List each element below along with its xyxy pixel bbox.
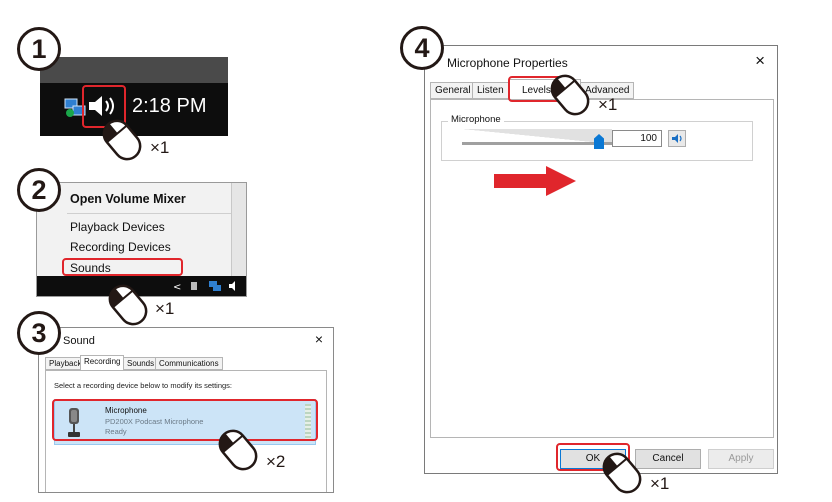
level-meter xyxy=(305,404,311,440)
mouse-click-icon xyxy=(550,74,590,116)
recording-device-item[interactable]: Microphone PD200X Podcast Microphone Rea… xyxy=(54,399,316,445)
microphone-properties-dialog: Microphone Properties × General Listen L… xyxy=(424,45,778,474)
speaker-icon xyxy=(672,134,682,143)
network-icon[interactable] xyxy=(64,97,86,119)
step-2-badge: 2 xyxy=(17,168,61,212)
step-4-badge: 4 xyxy=(400,26,444,70)
recording-panel: Select a recording device below to modif… xyxy=(45,370,327,492)
tray-clock[interactable]: 2:18 PM xyxy=(132,95,207,117)
speaker-highlight xyxy=(82,85,126,128)
click-count-1: ×1 xyxy=(150,138,170,157)
click-count-ok: ×1 xyxy=(650,474,670,493)
menu-item-sounds[interactable]: Sounds xyxy=(70,261,111,275)
menu-item-recording-devices[interactable]: Recording Devices xyxy=(70,240,171,254)
mouse-click-icon xyxy=(102,119,142,161)
click-count-4: ×1 xyxy=(598,95,618,114)
level-ramp xyxy=(462,129,612,144)
menu-separator xyxy=(67,213,235,214)
click-count-3: ×2 xyxy=(266,452,286,471)
levels-panel: Microphone 100 xyxy=(430,99,774,438)
taskbar-strip: < xyxy=(37,276,246,296)
tray-icons: < xyxy=(173,281,235,293)
tab-communications[interactable]: Communications xyxy=(155,357,223,370)
menu-item-playback-devices[interactable]: Playback Devices xyxy=(70,220,165,234)
arrow-right-icon xyxy=(494,166,576,196)
menu-scroll-edge xyxy=(231,183,246,278)
click-count-2: ×1 xyxy=(155,299,175,318)
recording-instruction: Select a recording device below to modif… xyxy=(54,381,233,390)
level-slider-thumb[interactable] xyxy=(594,134,604,149)
sounds-highlight xyxy=(62,258,183,276)
sound-dialog: Sound × Playback Recording Sounds Commun… xyxy=(38,327,334,493)
tab-recording[interactable]: Recording xyxy=(80,355,125,370)
device-highlight xyxy=(52,399,318,441)
mute-toggle-button[interactable] xyxy=(668,130,686,147)
microphone-level-group: Microphone 100 xyxy=(441,114,753,161)
mouse-click-icon xyxy=(108,284,148,326)
svg-text:<: < xyxy=(173,282,181,293)
cancel-button[interactable]: Cancel xyxy=(635,449,701,469)
device-status: Ready xyxy=(105,427,127,436)
device-name: Microphone xyxy=(105,406,147,415)
menu-item-open-volume-mixer[interactable]: Open Volume Mixer xyxy=(70,192,186,206)
tab-sounds[interactable]: Sounds xyxy=(123,357,159,370)
apply-button[interactable]: Apply xyxy=(708,449,774,469)
tab-playback[interactable]: Playback xyxy=(45,357,86,370)
sound-close-button[interactable]: × xyxy=(314,331,323,347)
tray-top-strip xyxy=(40,57,228,83)
tab-listen[interactable]: Listen xyxy=(472,82,509,99)
level-slider-track[interactable] xyxy=(462,142,612,145)
props-close-button[interactable]: × xyxy=(755,51,765,70)
step-1-badge: 1 xyxy=(17,27,61,71)
mouse-click-icon xyxy=(602,452,642,494)
level-group-label: Microphone xyxy=(448,114,504,125)
speaker-icon[interactable] xyxy=(87,93,121,119)
system-tray: 2:18 PM xyxy=(40,57,228,136)
mouse-click-icon xyxy=(218,429,258,471)
device-description: PD200X Podcast Microphone xyxy=(105,417,204,426)
tray-context-menu: Open Volume Mixer Playback Devices Recor… xyxy=(36,182,247,297)
props-dialog-title: Microphone Properties xyxy=(447,56,568,70)
step-3-badge: 3 xyxy=(17,311,61,355)
ok-highlight xyxy=(556,443,630,471)
microphone-icon xyxy=(68,408,80,437)
level-value-field[interactable]: 100 xyxy=(612,130,662,147)
tab-general[interactable]: General xyxy=(430,82,476,99)
sound-dialog-title: Sound xyxy=(63,335,95,347)
